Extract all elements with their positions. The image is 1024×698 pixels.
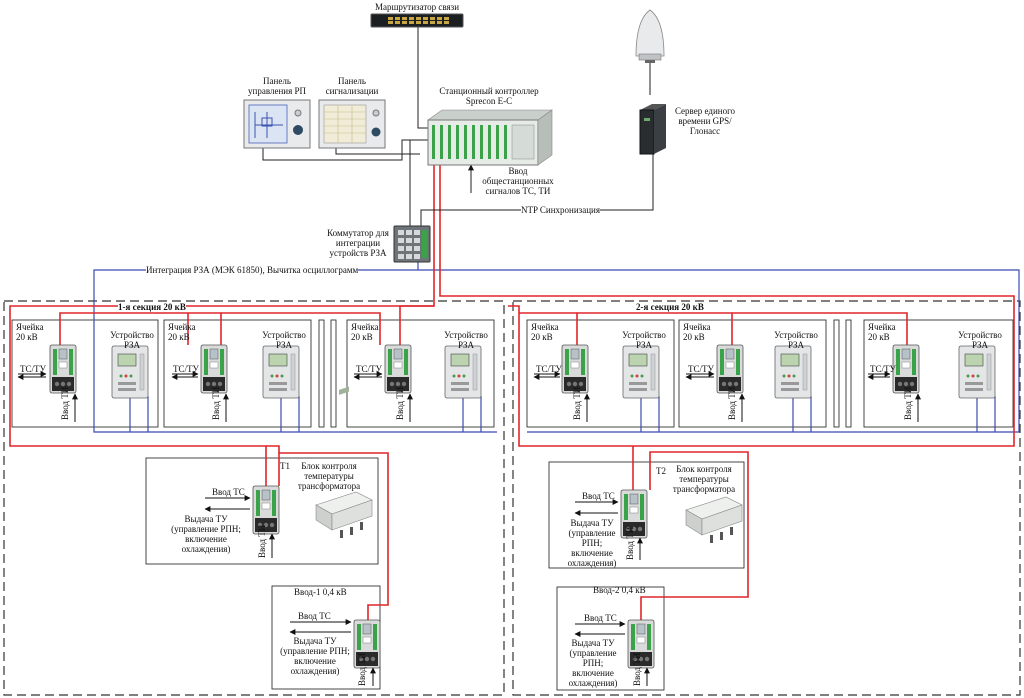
section-2-title: 2-я секция 20 кВ (636, 302, 704, 312)
tu-out-label: Выдача ТУ (управление РПН; включение охл… (280, 636, 350, 676)
signal-panel-label: Панель сигнализации (325, 76, 379, 96)
tctu-label: ТС/ТУ (356, 364, 382, 374)
device-label: Устройство РЗА (444, 330, 488, 350)
temp-unit-label: Блок контроля температуры трансформатора (297, 461, 361, 491)
tc-in-label: Ввод ТС (298, 611, 331, 621)
rza-bus-label: Интеграция РЗА (МЭК 61850), Вычитка осци… (146, 265, 359, 275)
temperature-unit-devices (315, 386, 743, 543)
device-label: Устройство РЗА (110, 330, 154, 350)
tu-out-label: Выдача ТУ (управление РПН; включение охл… (567, 518, 617, 568)
ti-label: Ввод ТИ (903, 386, 913, 420)
controller-label: Станционный контроллер Sprecon E-C (439, 86, 539, 106)
ntp-label: NTP Синхронизация (521, 205, 601, 215)
control-panel-label: Панель управления РП (248, 76, 306, 96)
control-panel-device (243, 99, 311, 149)
ti-label: Ввод ТИ (727, 386, 737, 420)
tc-in-label: Ввод ТС (582, 491, 615, 501)
section-1-title: 1-я секция 20 кВ (118, 302, 186, 312)
switch-label: Коммутатор для интеграции устройств РЗА (327, 228, 389, 258)
cell-devices (49, 344, 996, 669)
lv-input-title: Ввод-2 0,4 кВ (593, 585, 646, 595)
ti-label: Ввод ТИ (257, 524, 267, 558)
tctu-label: ТС/ТУ (173, 364, 199, 374)
tc-in-label: Ввод ТС (584, 613, 617, 623)
signal-panel-device (318, 99, 386, 149)
time-server-device (639, 104, 666, 155)
ti-label: Ввод ТИ (60, 386, 70, 420)
ti-label: Ввод ТИ (632, 652, 642, 686)
ti-label: Ввод ТИ (625, 526, 635, 560)
device-label: Устройство РЗА (774, 330, 818, 350)
station-controller-device (427, 109, 553, 166)
ti-label: Ввод ТИ (395, 386, 405, 420)
tc-in-label: Ввод ТС (212, 487, 245, 497)
cell-label: Ячейка 20 кВ (351, 322, 379, 342)
lv-input-title: Ввод-1 0,4 кВ (294, 587, 347, 597)
general-signals-label: Ввод общестанционных сигналов ТС, ТИ (482, 166, 554, 196)
section-2-frame (512, 300, 1021, 696)
tctu-label: ТС/ТУ (870, 364, 896, 374)
red-ring (9, 165, 1015, 620)
cell-label: Ячейка 20 кВ (168, 322, 196, 342)
tu-out-label: Выдача ТУ (управление РПН; включение охл… (171, 514, 241, 554)
router-device (370, 13, 464, 28)
rza-bus (93, 262, 1020, 433)
cell-boxes (11, 319, 1014, 691)
ti-label: Ввод ТИ (572, 386, 582, 420)
tu-out-label: Выдача ТУ (управление РПН; включение охл… (568, 638, 618, 688)
time-server-label: Сервер единого времени GPS/Глонасс (674, 106, 736, 136)
ti-label: Ввод ТИ (357, 652, 367, 686)
section-1-frame (3, 300, 505, 696)
ti-label: Ввод ТИ (211, 386, 221, 420)
tctu-label: ТС/ТУ (20, 364, 46, 374)
gps-antenna-icon (635, 9, 665, 63)
transformer-name: Т2 (656, 466, 666, 476)
tctu-label: ТС/ТУ (536, 364, 562, 374)
router-label: Маршрутизатор связи (374, 2, 460, 12)
cell-label: Ячейка 20 кВ (531, 322, 559, 342)
cell-label: Ячейка 20 кВ (868, 322, 896, 342)
device-label: Устройство РЗА (262, 330, 306, 350)
device-label: Устройство РЗА (622, 330, 666, 350)
device-label: Устройство РЗА (958, 330, 1002, 350)
tctu-label: ТС/ТУ (688, 364, 714, 374)
transformer-name: Т1 (280, 461, 290, 471)
cell-label: Ячейка 20 кВ (16, 322, 44, 342)
signal-arrows (17, 371, 921, 686)
network-switch-device (393, 225, 431, 263)
temp-unit-label: Блок контроля температуры трансформатора (672, 464, 736, 494)
cell-label: Ячейка 20 кВ (683, 322, 711, 342)
